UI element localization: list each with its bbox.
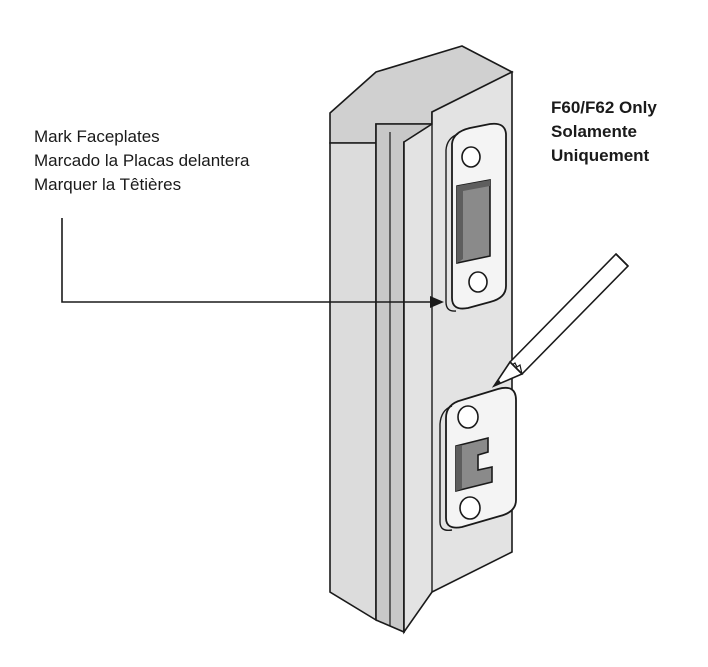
model-only-note: F60/F62 Only Solamente Uniquement [551,96,657,168]
jamb-left-face [329,142,377,622]
screw-hole-bottom [468,271,488,293]
note-line-french: Uniquement [551,146,650,165]
pencil-icon [491,252,630,388]
latch-screw-bottom [459,496,481,520]
mark-faceplates-callout: Mark Faceplates Marcado la Placas delant… [34,125,249,197]
callout-line-english: Mark Faceplates [34,127,160,146]
screw-hole-top [461,146,481,168]
callout-line-spanish: Marcado la Placas delantera [34,151,250,170]
latch-opening [455,436,493,493]
callout-line-french: Marquer la Têtières [34,175,182,194]
deadbolt-strike-plate [445,122,507,312]
latch-screw-top [457,405,479,429]
note-line-spanish: Solamente [551,122,637,141]
note-line-english: F60/F62 Only [551,98,657,117]
latch-strike-plate [439,386,517,532]
callout-leader-arrow [61,218,444,308]
